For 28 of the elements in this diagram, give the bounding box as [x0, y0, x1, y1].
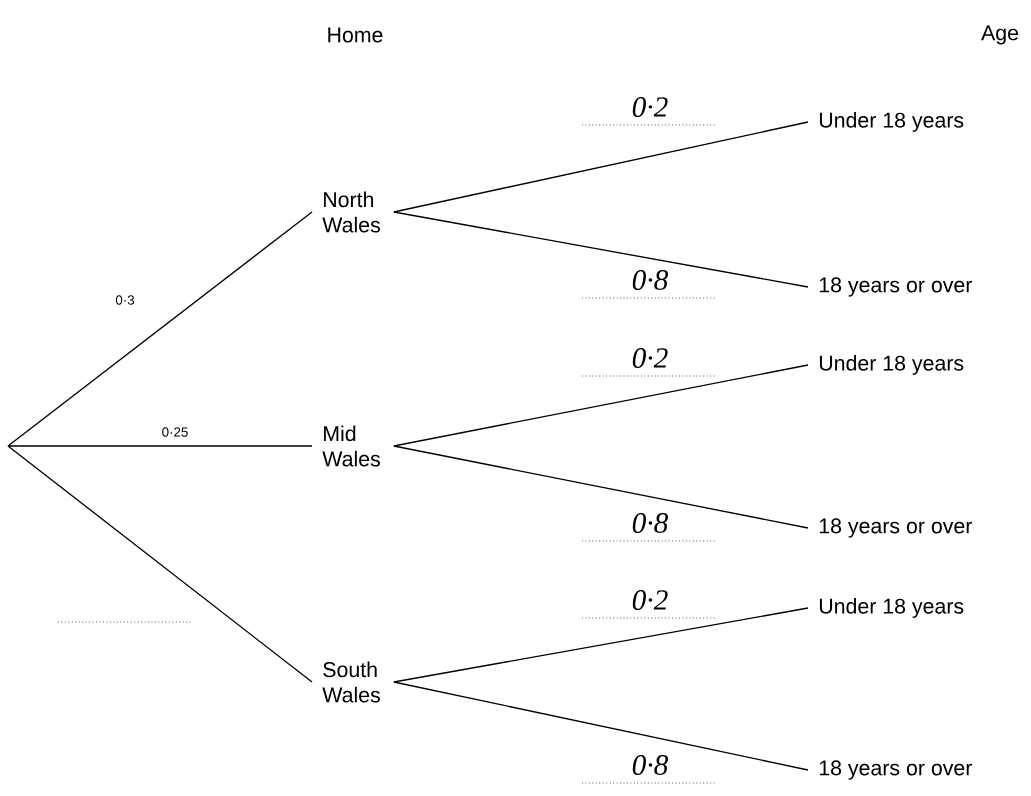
probability-label: 0·8 [630, 511, 670, 535]
probability-label: 0·8 [630, 268, 670, 292]
branch-line [7, 445, 313, 683]
probability-label: 0·2 [630, 588, 670, 612]
branch-line [393, 121, 809, 213]
outcome-label: Under 18 years [819, 598, 964, 618]
branch-label: Mid Wales [322, 425, 380, 467]
outcome-label: Under 18 years [819, 355, 964, 375]
column-heading: Home [328, 27, 383, 43]
outcome-label: 18 years or over [819, 760, 973, 780]
column-heading: Age [981, 25, 1019, 45]
probability-label: 0·25 [160, 425, 190, 439]
branch-line [7, 211, 313, 447]
outcome-label: 18 years or over [819, 277, 973, 297]
branch-line [393, 364, 809, 447]
branch-label: North Wales [322, 191, 380, 233]
branch-line [7, 445, 313, 447]
probability-label: 0·8 [630, 753, 670, 777]
branch-line [393, 211, 809, 288]
probability-label: 0·2 [630, 346, 670, 370]
outcome-label: 18 years or over [819, 518, 973, 538]
probability-label: 0·2 [630, 95, 670, 119]
outcome-label: Under 18 years [819, 112, 964, 132]
branch-line [393, 445, 809, 529]
branch-line [393, 607, 809, 683]
branch-line [393, 681, 809, 771]
probability-label: 0·3 [114, 293, 136, 307]
branch-label: South Wales [322, 661, 380, 703]
